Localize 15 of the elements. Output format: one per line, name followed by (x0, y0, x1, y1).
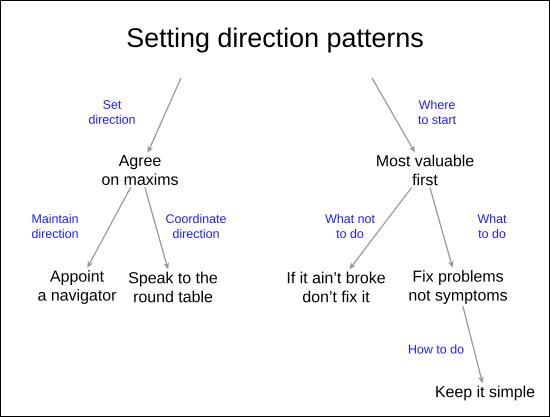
edge-label: Set direction (88, 100, 135, 124)
edge-label: What to do (478, 214, 506, 238)
node-text: Keep it simple (436, 386, 534, 400)
node-text: Fix problems not symptoms (409, 270, 508, 304)
node-text: Most valuable first (377, 154, 474, 186)
edge-label: What not to do (325, 214, 375, 238)
node-text: If it ain’t broke don’t fix it (288, 272, 385, 302)
title: Setting direction patterns (127, 27, 423, 53)
edge-label: Maintain direction (32, 214, 78, 238)
node-text: Agree on maxims (102, 154, 178, 186)
node-text: Appoint a navigator (38, 270, 116, 304)
edge-label: Where to start (418, 100, 456, 124)
edge-label: Coordinate direction (166, 214, 226, 238)
node-text: Speak to the round table (128, 272, 218, 302)
edge-label: How to do (408, 344, 464, 354)
